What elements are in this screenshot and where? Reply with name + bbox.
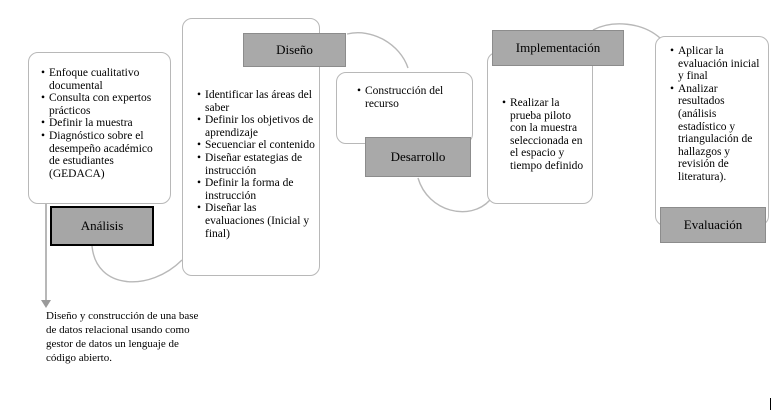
desarrollo-item: Construcción del recurso (357, 85, 466, 110)
diseno-item: Definir la forma de instrucción (197, 177, 315, 202)
diseno-content-box: Identificar las áreas del saber Definir … (182, 18, 320, 276)
evaluacion-item-list: Aplicar la evaluación inicial y final An… (670, 45, 764, 184)
diseno-item: Identificar las áreas del saber (197, 89, 315, 114)
connector-diseno-desarrollo (346, 32, 409, 69)
desarrollo-item-list: Construcción del recurso (357, 85, 466, 110)
desarrollo-content-box: Construcción del recurso (336, 72, 473, 144)
evaluacion-item: Aplicar la evaluación inicial y final (670, 45, 764, 83)
diseno-item: Definir los objetivos de aprendizaje (197, 114, 315, 139)
connector-desarrollo-implementacion (417, 177, 491, 213)
implementacion-item: Realizar la prueba piloto con la muestra… (502, 97, 588, 173)
database-note: Diseño y construcción de una base de dat… (46, 310, 199, 364)
phase-label-analisis: Análisis (50, 206, 154, 246)
analisis-content-box: Enfoque cualitativo documental Consulta … (28, 52, 171, 204)
note-arrow-head (41, 300, 51, 308)
diseno-item: Secuenciar el contenido (197, 139, 315, 152)
connector-implementacion-evaluacion (592, 23, 661, 39)
evaluacion-content-box: Aplicar la evaluación inicial y final An… (655, 36, 769, 226)
connector-analisis-diseno (91, 245, 183, 283)
phase-label-implementacion: Implementación (492, 30, 624, 66)
analisis-item: Definir la muestra (41, 117, 164, 130)
analisis-item-list: Enfoque cualitativo documental Consulta … (41, 67, 164, 180)
phase-label-diseno: Diseño (243, 33, 346, 67)
phase-label-desarrollo: Desarrollo (365, 137, 471, 177)
implementacion-content-box: Realizar la prueba piloto con la muestra… (487, 52, 593, 204)
cursor-mark (770, 398, 771, 410)
diseno-item: Diseñar estategias de instrucción (197, 152, 315, 177)
analisis-item: Consulta con expertos prácticos (41, 92, 164, 117)
implementacion-item-list: Realizar la prueba piloto con la muestra… (502, 97, 588, 173)
diseno-item-list: Identificar las áreas del saber Definir … (197, 89, 315, 240)
phase-label-evaluacion: Evaluación (660, 207, 766, 243)
analisis-item: Enfoque cualitativo documental (41, 67, 164, 92)
diseno-item: Diseñar las evaluaciones (Inicial y fina… (197, 202, 315, 240)
evaluacion-item: Analizar resultados (análisis estadístic… (670, 83, 764, 184)
analisis-item: Diagnóstico sobre el desempeño académico… (41, 130, 164, 180)
